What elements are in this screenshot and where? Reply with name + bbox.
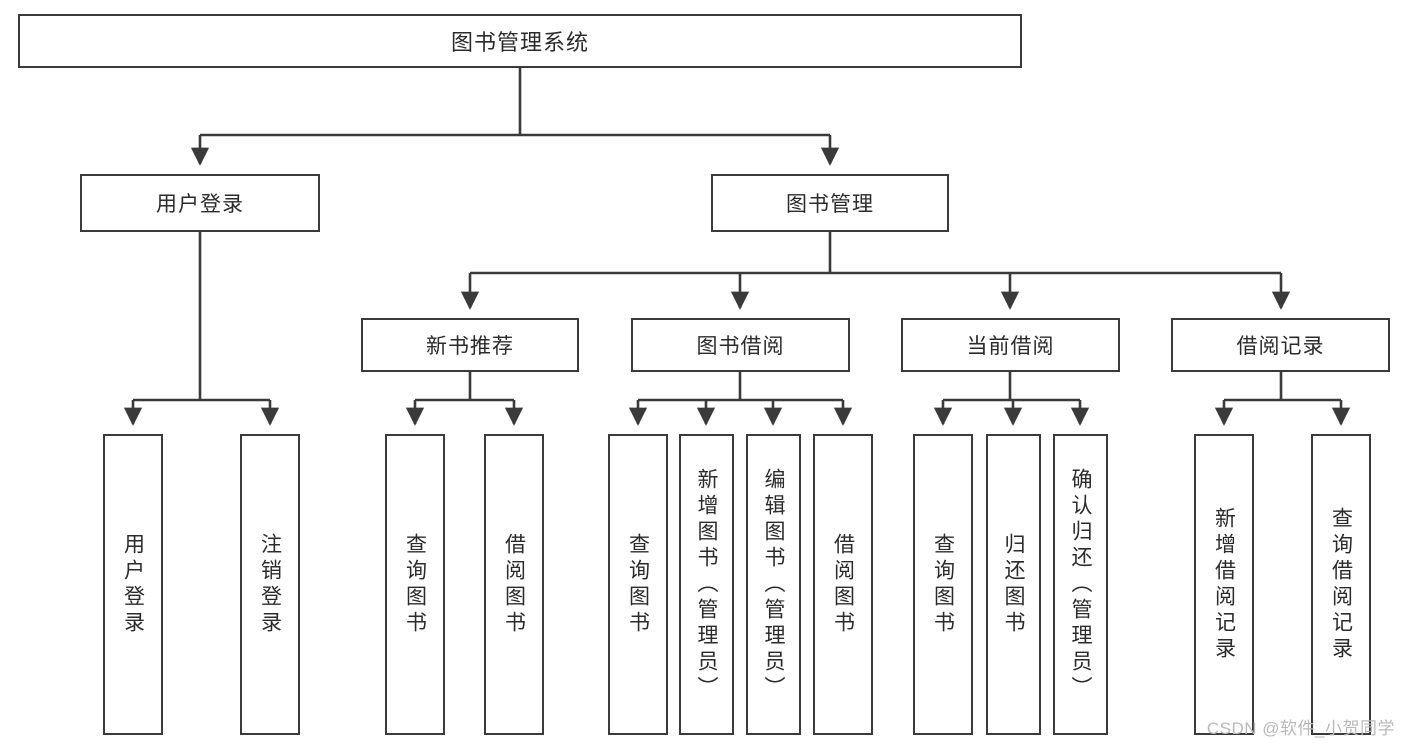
- leaf-user-login[interactable]: 用户登录: [103, 434, 163, 735]
- node-user-login[interactable]: 用户登录: [80, 174, 320, 232]
- leaf-add-borrow-record[interactable]: 新增借阅记录: [1194, 434, 1254, 735]
- leaf-return-books[interactable]: 归还图书: [986, 434, 1041, 735]
- leaf-logout[interactable]: 注销登录: [240, 434, 300, 735]
- node-new-book-recommend[interactable]: 新书推荐: [361, 318, 579, 372]
- node-current-borrow[interactable]: 当前借阅: [901, 318, 1120, 372]
- leaf-borrow-books-recommend[interactable]: 借阅图书: [484, 434, 544, 735]
- leaf-query-books-borrow[interactable]: 查询图书: [608, 434, 668, 735]
- leaf-edit-book-admin[interactable]: 编辑图书（管理员）: [746, 434, 801, 735]
- node-borrow-record[interactable]: 借阅记录: [1171, 318, 1390, 372]
- leaf-borrow-books-borrow[interactable]: 借阅图书: [813, 434, 873, 735]
- leaf-confirm-return-admin[interactable]: 确认归还（管理员）: [1053, 434, 1108, 735]
- leaf-query-books-recommend[interactable]: 查询图书: [385, 434, 445, 735]
- node-book-management[interactable]: 图书管理: [711, 174, 949, 232]
- node-root-system[interactable]: 图书管理系统: [18, 14, 1022, 68]
- leaf-query-books-current[interactable]: 查询图书: [913, 434, 973, 735]
- leaf-add-book-admin[interactable]: 新增图书（管理员）: [679, 434, 734, 735]
- leaf-query-borrow-record[interactable]: 查询借阅记录: [1311, 434, 1371, 735]
- watermark: CSDN @软件_小贺同学: [1206, 719, 1395, 738]
- node-book-borrow[interactable]: 图书借阅: [631, 318, 850, 372]
